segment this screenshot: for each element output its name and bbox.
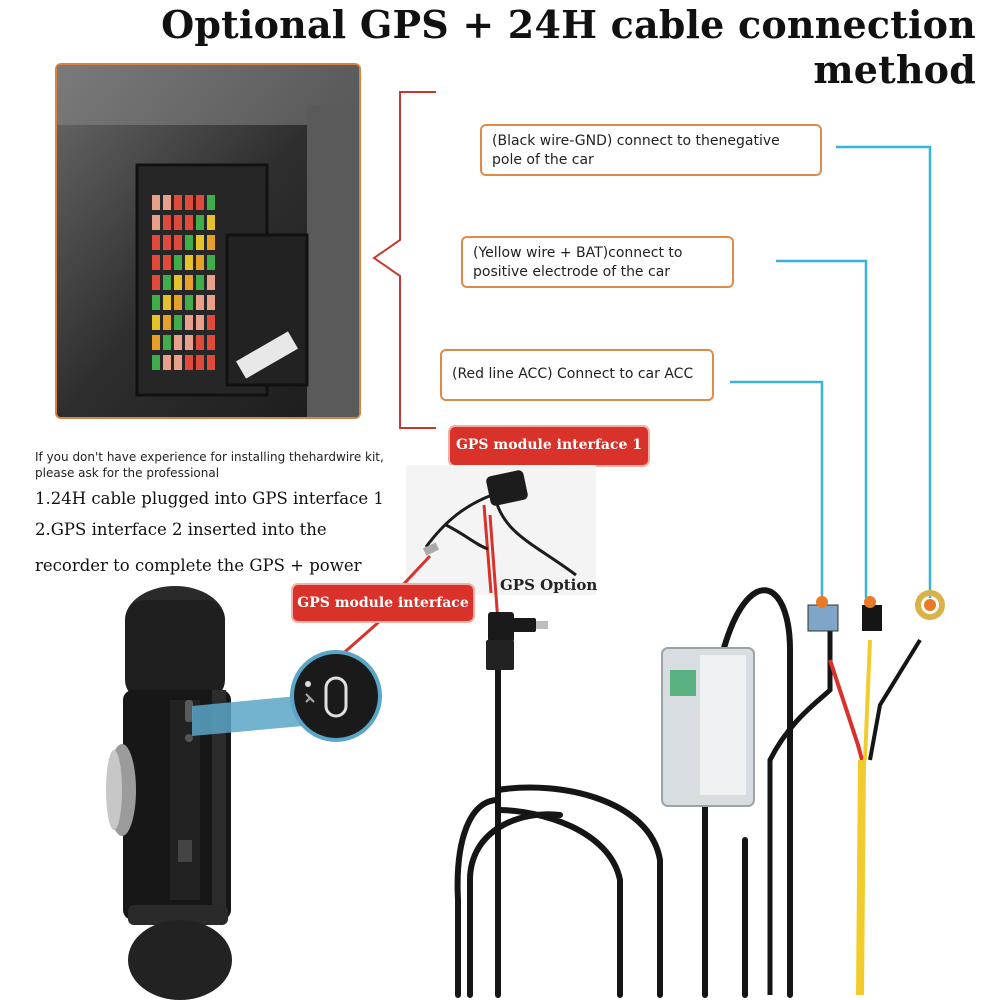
fuse — [207, 255, 215, 270]
step-2: 2.GPS interface 2 inserted into the — [35, 520, 327, 539]
fuse — [152, 235, 160, 250]
callout-black-wire: (Black wire-GND) connect to thenegative … — [480, 124, 822, 176]
fuse — [196, 215, 204, 230]
dashcam-body — [106, 586, 232, 1000]
fuse — [196, 335, 204, 350]
fuse — [185, 295, 193, 310]
fuse — [163, 195, 171, 210]
fuse — [174, 275, 182, 290]
fuse-box-photo — [55, 63, 361, 419]
fuse — [196, 295, 204, 310]
page-title: Optional GPS + 24H cable connection meth… — [161, 2, 976, 92]
fuse — [163, 335, 171, 350]
fuse — [185, 255, 193, 270]
leader-lines — [730, 145, 932, 598]
fuse — [163, 255, 171, 270]
fuse — [152, 195, 160, 210]
fuse — [185, 275, 193, 290]
fuse — [185, 195, 193, 210]
fuse — [174, 235, 182, 250]
fuse — [207, 315, 215, 330]
fuse — [207, 335, 215, 350]
fuse-taps — [767, 590, 945, 996]
fuse — [185, 355, 193, 370]
gps-module-illustration — [422, 470, 577, 594]
fuse — [152, 315, 160, 330]
fuse — [207, 355, 215, 370]
fuse — [174, 335, 182, 350]
fuse — [163, 275, 171, 290]
fuse — [185, 215, 193, 230]
fuse — [163, 295, 171, 310]
step-1: 1.24H cable plugged into GPS interface 1 — [35, 489, 384, 508]
callout-red-line: (Red line ACC) Connect to car ACC — [440, 349, 714, 401]
fuse — [174, 355, 182, 370]
gps-plug-connector — [486, 612, 548, 670]
gps-module-photo — [406, 465, 596, 595]
callout-yellow-wire: (Yellow wire + BAT)connect to positive e… — [461, 236, 734, 288]
usb-c-port-closeup — [290, 650, 382, 742]
hardwire-cable — [454, 587, 793, 998]
fuse — [196, 315, 204, 330]
fuse — [207, 215, 215, 230]
fuse — [152, 255, 160, 270]
gps-option-label: GPS Option — [500, 576, 598, 594]
installation-note: If you don't have experience for install… — [35, 450, 384, 480]
fuse — [163, 355, 171, 370]
fuse — [196, 195, 204, 210]
pointer-line-2a — [398, 554, 432, 590]
fuse — [196, 235, 204, 250]
fuse — [207, 275, 215, 290]
fuse — [207, 235, 215, 250]
fuse — [196, 255, 204, 270]
fuse — [174, 195, 182, 210]
fuse — [185, 315, 193, 330]
step-2-continued: recorder to complete the GPS + power — [35, 556, 362, 575]
fuse — [196, 355, 204, 370]
pointer-line-1 — [488, 514, 500, 623]
fuse — [207, 295, 215, 310]
fuse — [207, 195, 215, 210]
fuse — [152, 275, 160, 290]
bracket-brace — [372, 91, 436, 429]
gps-interface-2-tag: GPS module interface 2 — [293, 585, 473, 647]
hardwire-module — [661, 647, 755, 807]
fuse — [163, 235, 171, 250]
fuse — [174, 255, 182, 270]
fuse — [163, 215, 171, 230]
fuse — [185, 235, 193, 250]
fuse — [152, 215, 160, 230]
fuse — [174, 215, 182, 230]
fuse — [152, 335, 160, 350]
fuse — [152, 295, 160, 310]
fuse — [174, 295, 182, 310]
usb-c-icon — [305, 676, 348, 718]
fuse — [196, 275, 204, 290]
gps-interface-1-tag: GPS module interface 1 — [450, 427, 648, 465]
fuse — [163, 315, 171, 330]
fuse-box-illustration — [57, 65, 359, 417]
fuse — [185, 335, 193, 350]
fuse — [152, 355, 160, 370]
fuse — [174, 315, 182, 330]
